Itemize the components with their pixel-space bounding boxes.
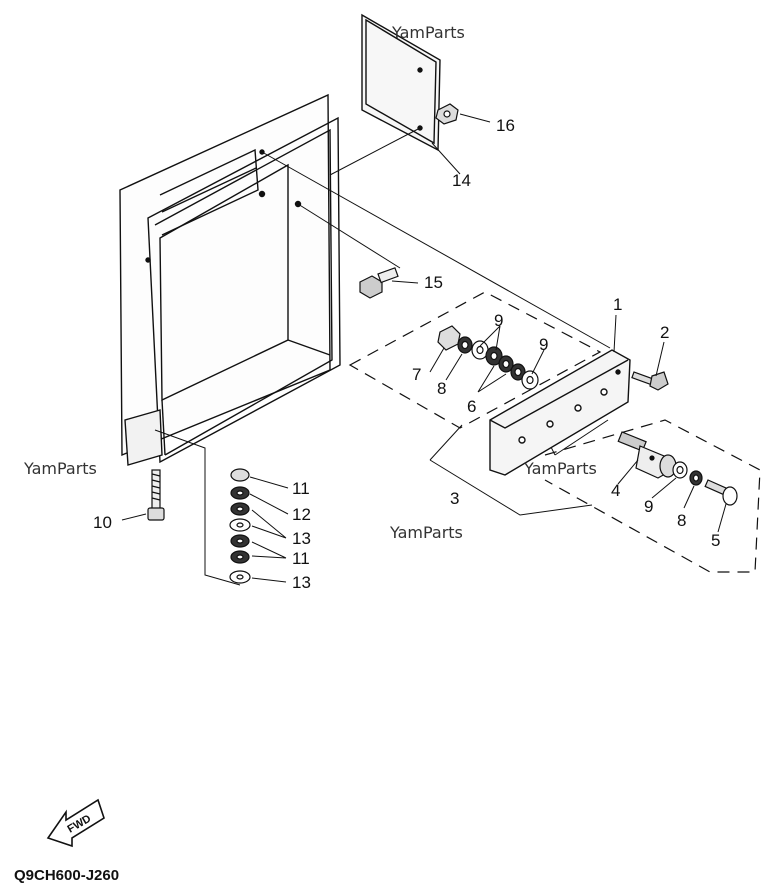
callout-10: 10 xyxy=(93,513,112,532)
fwd-arrow-icon: FWD xyxy=(46,798,105,848)
figure-code: Q9CH600-J260 xyxy=(14,867,119,884)
terminal-post-assembly xyxy=(617,431,738,506)
box-enclosure xyxy=(119,93,341,466)
callout-8-left: 8 xyxy=(437,379,446,398)
callout-13-top: 13 xyxy=(292,529,311,548)
callout-11-bottom: 11 xyxy=(292,549,310,568)
watermark-left: YamParts xyxy=(23,459,97,478)
callout-8-right: 8 xyxy=(677,511,686,530)
callout-labels: 1 2 3 4 5 6 7 8 8 9 9 9 10 11 11 12 13 1… xyxy=(93,116,720,592)
callout-11-top: 11 xyxy=(292,479,310,498)
callout-3: 3 xyxy=(450,489,459,508)
callout-14: 14 xyxy=(452,171,471,190)
callout-5: 5 xyxy=(711,531,720,550)
screw-icon xyxy=(631,371,669,391)
washer-stack-left xyxy=(437,325,539,390)
callout-7: 7 xyxy=(412,365,421,384)
callout-9-mid: 9 xyxy=(539,335,548,354)
callout-9-right: 9 xyxy=(644,497,653,516)
watermark-center: YamParts xyxy=(389,523,463,542)
callout-12: 12 xyxy=(292,505,311,524)
nut-icon xyxy=(435,103,459,125)
callout-2: 2 xyxy=(660,323,669,342)
long-bolt-icon xyxy=(147,469,165,521)
watermarks: YamParts YamParts YamParts YamParts xyxy=(23,23,597,542)
cover-plate xyxy=(361,13,441,152)
watermark-top: YamParts xyxy=(391,23,465,42)
callout-leaders xyxy=(121,113,727,583)
dashed-assembly-outline xyxy=(348,291,761,573)
washer-stack-bottom xyxy=(229,468,251,584)
callout-4: 4 xyxy=(611,481,620,500)
callout-13-bottom: 13 xyxy=(292,573,311,592)
callout-15: 15 xyxy=(424,273,443,292)
callout-16: 16 xyxy=(496,116,515,135)
terminal-plate xyxy=(489,349,631,476)
bolt-icon xyxy=(359,267,399,299)
callout-1: 1 xyxy=(613,295,622,314)
callout-6: 6 xyxy=(467,397,476,416)
callout-9-top: 9 xyxy=(494,311,503,330)
leader-lines xyxy=(154,127,611,586)
watermark-right: YamParts xyxy=(523,459,597,478)
